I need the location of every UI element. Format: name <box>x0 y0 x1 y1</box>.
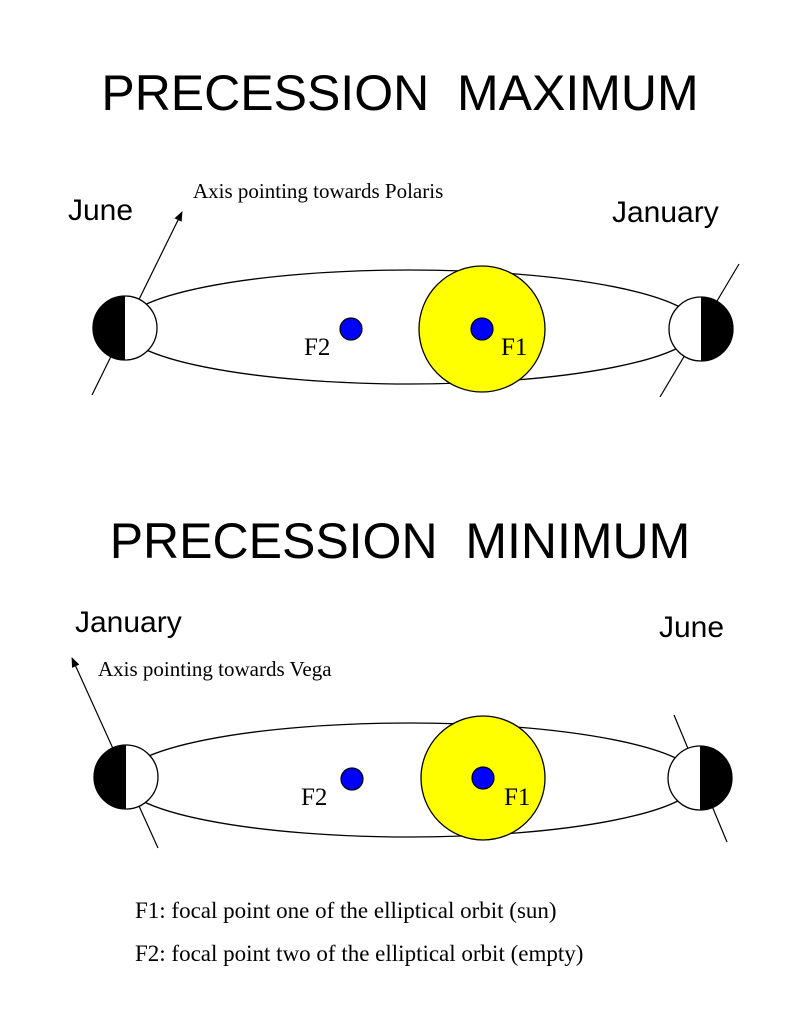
focus-f2-label: F2 <box>304 334 330 361</box>
left-month-label: June <box>68 194 133 227</box>
focus-f2-dot <box>340 767 364 791</box>
earth-june <box>91 211 183 396</box>
earth-night-side <box>700 746 732 810</box>
earth-night-side <box>93 296 125 360</box>
elliptical-orbit <box>121 269 699 385</box>
axis-note-label: Axis pointing towards Vega <box>98 657 332 681</box>
panel-precession-maximum: PRECESSION MAXIMUM June January Axis poi… <box>68 65 740 398</box>
focus-f1-dot <box>471 766 495 790</box>
right-month-label: January <box>612 196 719 229</box>
axis-note-label: Axis pointing towards Polaris <box>193 179 443 203</box>
legend-line-f1: F1: focal point one of the elliptical or… <box>135 898 557 923</box>
earth-january <box>659 263 740 398</box>
earth-june <box>667 714 733 843</box>
focus-f1-dot <box>470 317 494 341</box>
panel-precession-minimum: PRECESSION MINIMUM January June Axis poi… <box>71 513 733 849</box>
panel-title: PRECESSION MINIMUM <box>110 513 691 569</box>
earth-january <box>71 657 159 849</box>
left-month-label: January <box>75 606 182 639</box>
panel-title: PRECESSION MAXIMUM <box>101 65 698 121</box>
right-month-label: June <box>659 611 724 644</box>
earth-night-side <box>701 297 733 361</box>
focus-f2-dot <box>339 317 363 341</box>
elliptical-orbit <box>121 722 699 838</box>
earth-night-side <box>94 745 126 809</box>
focus-f1-label: F1 <box>504 784 530 811</box>
focus-f2-label: F2 <box>301 784 327 811</box>
legend-line-f2: F2: focal point two of the elliptical or… <box>135 941 583 966</box>
legend: F1: focal point one of the elliptical or… <box>135 898 583 966</box>
focus-f1-label: F1 <box>501 334 527 361</box>
